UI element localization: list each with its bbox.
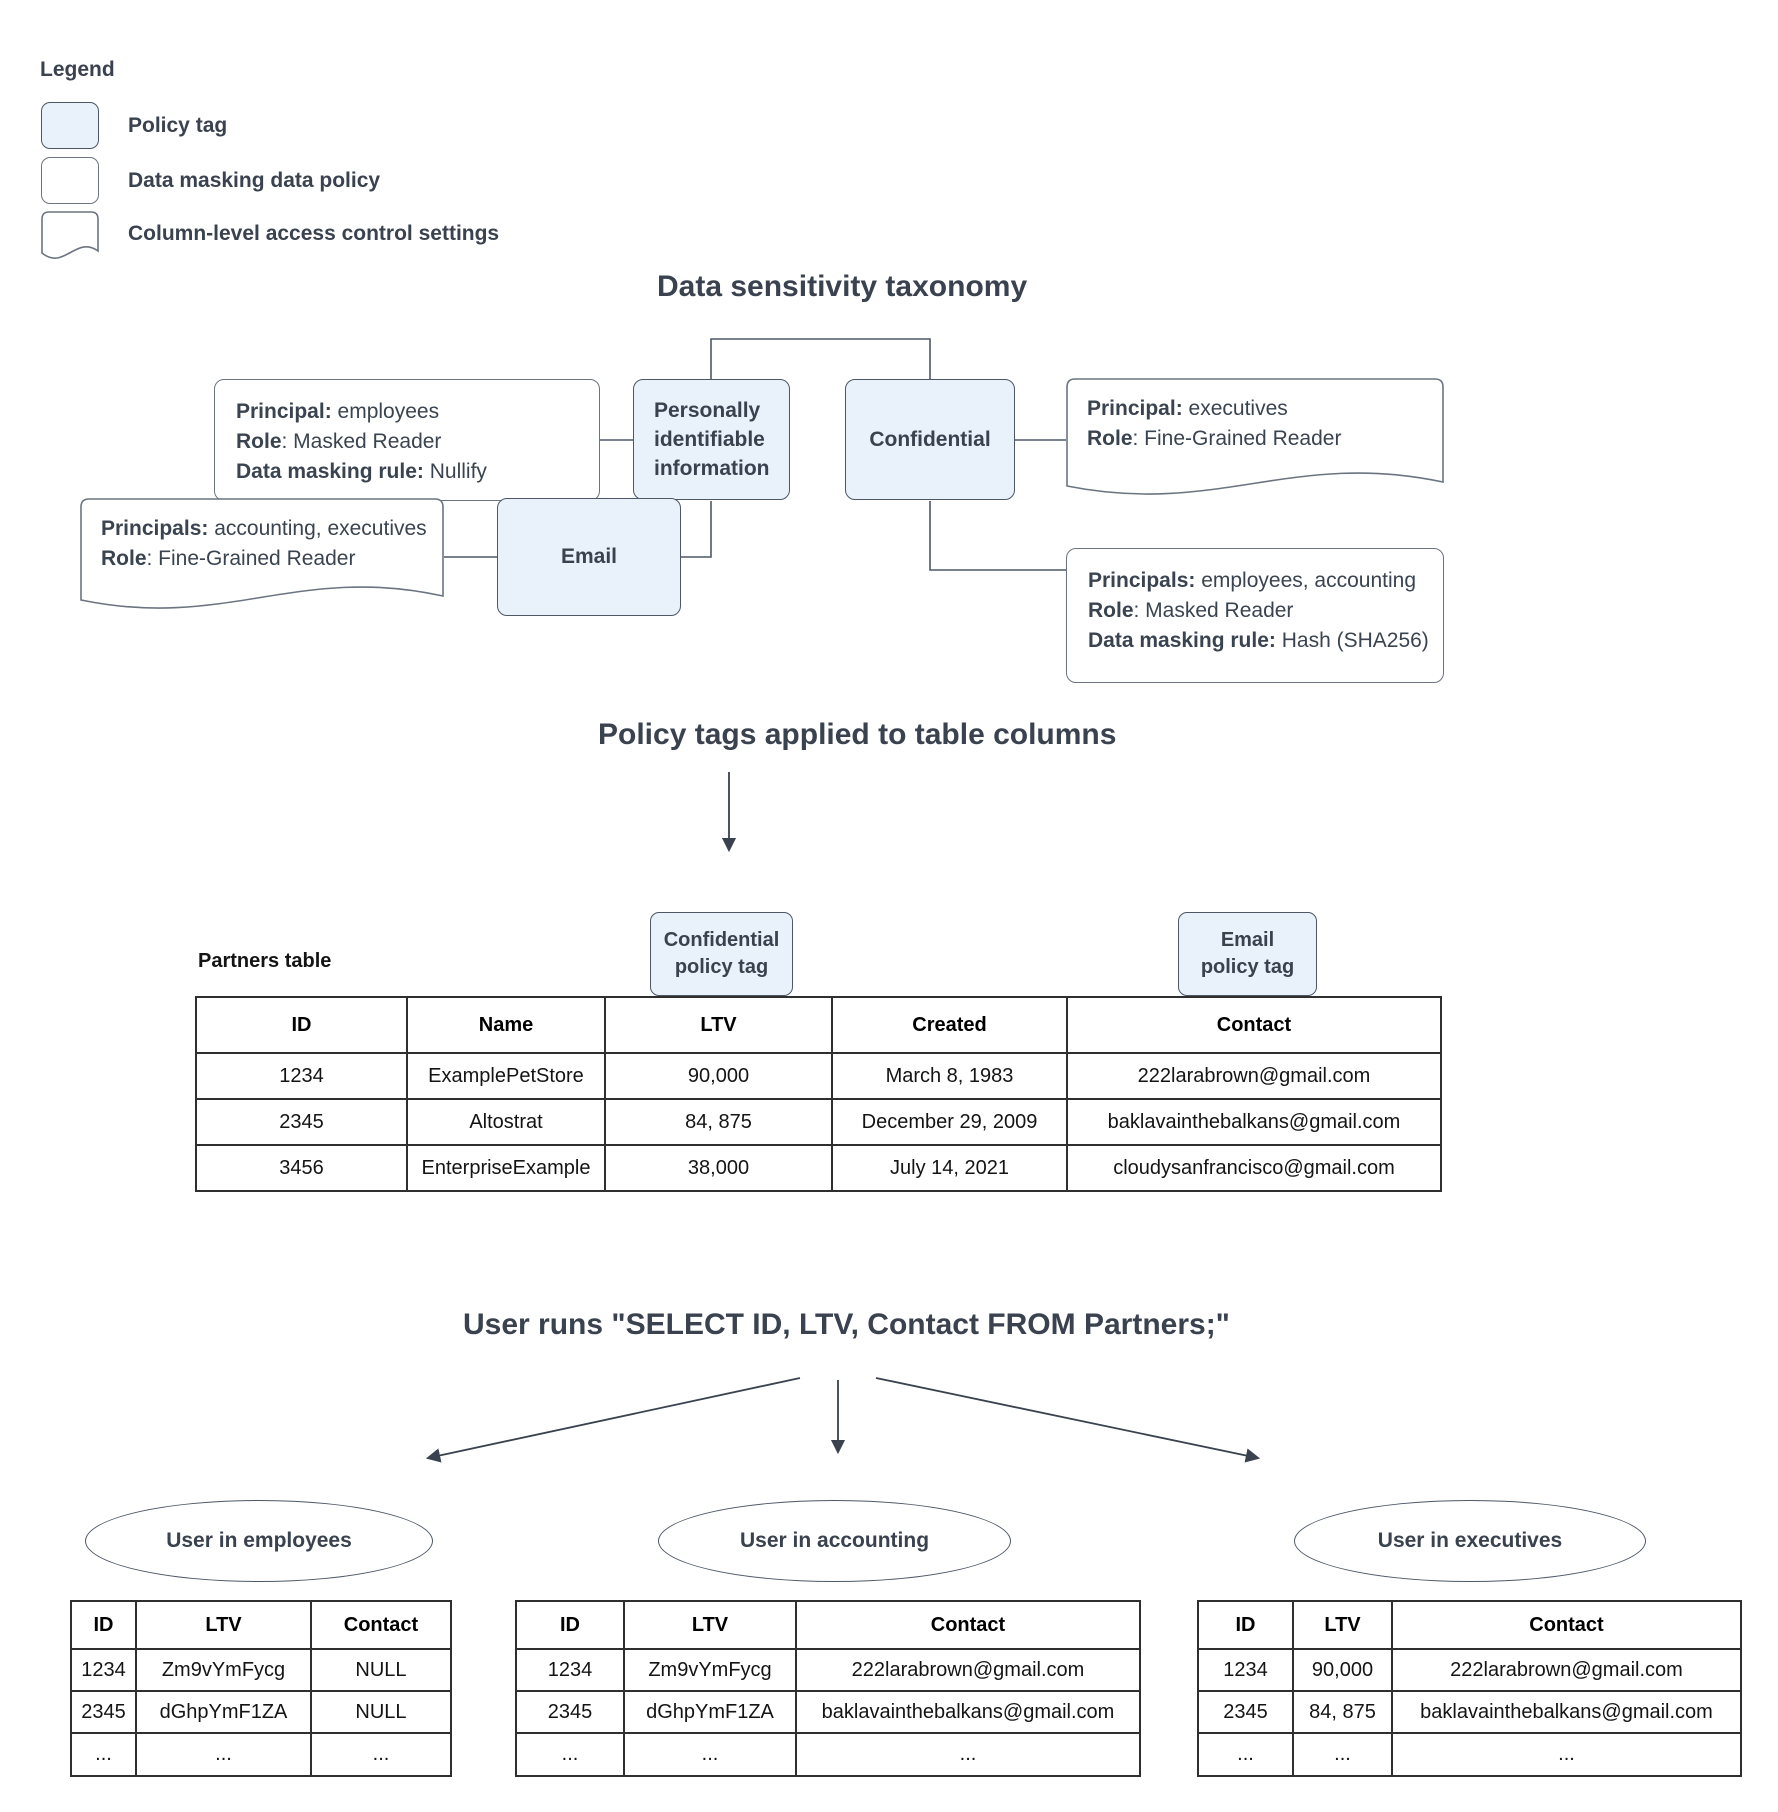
legend-item-data-masking-policy: Data masking data policy [128,169,381,192]
policy-application-title: Policy tags applied to table columns [598,718,1117,751]
table-header-row: ID LTV Contact [515,1600,1141,1650]
partners-table-label: Partners table [198,950,332,972]
data-policy-hash-box: Principals: employees, accounting Role: … [1066,548,1444,683]
user-in-executives-terminator: User in executives [1294,1500,1646,1582]
legend-item-policy-tag: Policy tag [128,114,228,137]
partners-table: ID Name LTV Created Contact 1234 Example… [195,996,1442,1192]
executives-result-table: ID LTV Contact 1234 90,000 222larabrown@… [1197,1600,1742,1777]
table-header-row: ID LTV Contact [70,1600,452,1650]
table-row: 3456 EnterpriseExample 38,000 July 14, 2… [195,1144,1442,1192]
table-row: ... ... ... [515,1732,1141,1777]
table-row: 1234 Zm9vYmFycg 222larabrown@gmail.com [515,1648,1141,1692]
table-row: 1234 Zm9vYmFycg NULL [70,1648,452,1692]
policy-tag-confidential: Confidential [845,379,1015,500]
access-control-accounting-box: Principals: accounting, executives Role:… [80,498,444,616]
employees-result-table: ID LTV Contact 1234 Zm9vYmFycg NULL 2345… [70,1600,452,1777]
table-header-row: ID Name LTV Created Contact [195,996,1442,1054]
table-header-row: ID LTV Contact [1197,1600,1742,1650]
legend-data-policy-swatch-icon [41,157,99,204]
access-control-executives-box: Principal: executives Role: Fine-Grained… [1066,378,1444,502]
data-policy-nullify-box: Principal: employees Role: Masked Reader… [214,379,600,501]
legend-item-access-control: Column-level access control settings [128,222,500,245]
user-in-employees-terminator: User in employees [85,1500,433,1582]
user-in-accounting-terminator: User in accounting [658,1500,1011,1582]
table-row: 2345 Altostrat 84, 875 December 29, 2009… [195,1098,1442,1146]
table-row: ... ... ... [70,1732,452,1777]
legend-document-swatch-icon [41,211,99,267]
table-row: ... ... ... [1197,1732,1742,1777]
query-title: User runs "SELECT ID, LTV, Contact FROM … [463,1308,1230,1341]
table-row: 1234 90,000 222larabrown@gmail.com [1197,1648,1742,1692]
policy-tag-pii: Personally identifiable information [633,379,790,500]
table-row: 1234 ExamplePetStore 90,000 March 8, 198… [195,1052,1442,1100]
email-column-tag: Email policy tag [1178,912,1317,996]
legend-title: Legend [40,58,115,81]
legend-policy-tag-swatch-icon [41,102,99,149]
accounting-result-table: ID LTV Contact 1234 Zm9vYmFycg 222larabr… [515,1600,1141,1777]
policy-tag-email: Email [497,498,681,616]
table-row: 2345 84, 875 baklavainthebalkans@gmail.c… [1197,1690,1742,1734]
table-row: 2345 dGhpYmF1ZA baklavainthebalkans@gmai… [515,1690,1141,1734]
confidential-column-tag: Confidential policy tag [650,912,793,996]
taxonomy-title: Data sensitivity taxonomy [657,270,1028,303]
table-row: 2345 dGhpYmF1ZA NULL [70,1690,452,1734]
